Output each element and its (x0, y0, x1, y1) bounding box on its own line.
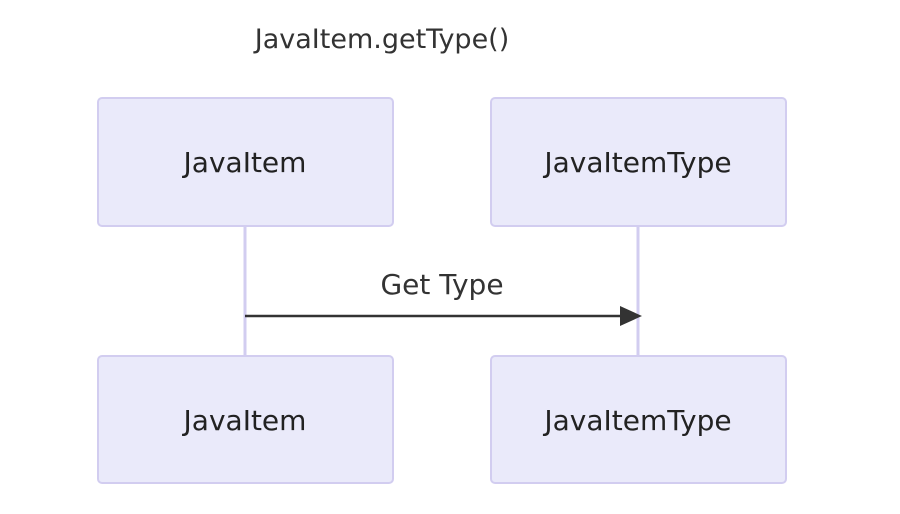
message-get-type: Get Type (245, 268, 642, 326)
message-label: Get Type (380, 268, 503, 301)
actor-box (97, 97, 394, 227)
participant-javaitemtype-bottom: JavaItemType (490, 355, 787, 484)
participant-javaitem-bottom: JavaItem (97, 355, 394, 484)
diagram-title: JavaItem.getType() (253, 24, 510, 55)
actor-box (490, 97, 787, 227)
actor-label: JavaItemType (542, 146, 731, 179)
actor-box (490, 355, 787, 484)
actor-box (97, 355, 394, 484)
actor-label: JavaItemType (542, 404, 731, 437)
participant-javaitem-top: JavaItem (97, 97, 394, 227)
arrowhead-icon (620, 306, 642, 326)
actor-label: JavaItem (182, 146, 307, 179)
actor-label: JavaItem (182, 404, 307, 437)
participant-javaitemtype-top: JavaItemType (490, 97, 787, 227)
